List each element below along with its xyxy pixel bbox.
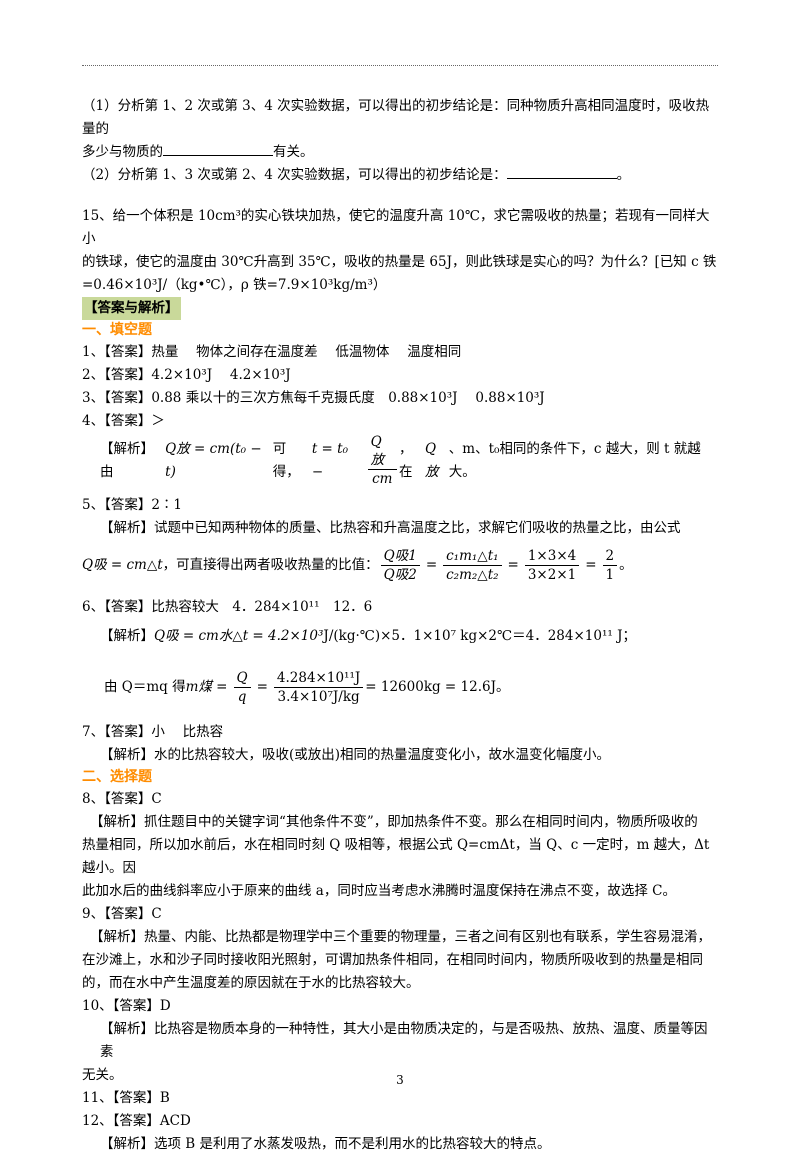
answer-12: 12、【答案】ACD (82, 1113, 191, 1129)
q14-line2: 多少与物质的有关。 (82, 141, 718, 164)
answer-blank-2 (506, 164, 617, 179)
answer-6: 6、【答案】比热容较大 4．284×10¹¹ 12．6 (82, 599, 373, 615)
answer-11: 11、【答案】B (82, 1090, 170, 1106)
q14-line1: （1）分析第 1、2 次或第 3、4 次实验数据，可以得出的初步结论是：同种物质… (82, 98, 710, 137)
q14-line3: （2）分析第 1、3 次或第 2、4 次实验数据，可以得出的初步结论是：。 (82, 164, 718, 187)
answer-blank-1 (163, 141, 273, 156)
answer-8: 8、【答案】C (82, 791, 162, 807)
answer-12-explanation: 【解析】选项 B 是利用了水蒸发吸热，而不是利用水的比热容较大的特点。 (100, 1136, 551, 1152)
answer-6-explanation: 【解析】 Q吸 = cm水△t = 4.2×10³ J/(kg·℃)×5．1×1… (82, 619, 718, 653)
answer-8-explanation-3: 此加水后的曲线斜率应小于原来的曲线 a，同时应当考虑水沸腾时温度保持在沸点不变，… (82, 883, 676, 899)
answer-5-explanation-1: 【解析】试题中已知两种物体的质量、比热容和升高温度之比，求解它们吸收的热量之比，… (100, 520, 681, 536)
answer-9-explanation-3: 的，而在水中产生温度差的原因就在于水的比热容较大。 (82, 975, 420, 991)
formula-q-water: Q吸 = cm水△t = 4.2×10³ (154, 627, 324, 644)
answer-2: 2、【答案】4.2×10³J 4.2×10³J (82, 367, 291, 383)
page-number: 3 (396, 1073, 404, 1087)
section-fill-blank: 一、填空题 (82, 322, 152, 338)
answer-3: 3、【答案】0.88 乘以十的三次方焦每千克摄氏度 0.88×10³J 0.88… (82, 390, 545, 406)
page-content: （1）分析第 1、2 次或第 3、4 次实验数据，可以得出的初步结论是：同种物质… (82, 95, 718, 1156)
answer-10-explanation-1: 【解析】比热容是物质本身的一种特性，其大小是由物质决定的，与是否吸热、放热、温度… (100, 1021, 708, 1060)
q15-line1: 15、给一个体积是 10cm³的实心铁块加热，使它的温度升高 10℃，求它需吸收… (82, 208, 710, 247)
answer-1: 1、【答案】热量 物体之间存在温度差 低温物体 温度相同 (82, 344, 462, 360)
q15-line3: =0.46×10³J/（kg•℃），ρ 铁=7.9×10³kg/m³） (82, 277, 387, 293)
answer-8-explanation-1: 【解析】抓住题目中的关键字词“其他条件不变”，即加热条件不变。那么在相同时间内，… (90, 814, 698, 830)
answers-header: 【答案与解析】 (82, 297, 181, 320)
answer-4: 4、【答案】＞ (82, 413, 165, 429)
answer-8-explanation-2: 热量相同，所以加水前后，水在相同时刻 Q 吸相等，根据公式 Q=cmΔt，当 Q… (82, 837, 710, 876)
section-multiple-choice: 二、选择题 (82, 769, 152, 785)
answer-9-explanation-1: 【解析】热量、内能、比热都是物理学中三个重要的物理量，三者之间有区别也有联系，学… (90, 929, 711, 945)
answer-10-explanation-2: 无关。 (82, 1067, 123, 1083)
answer-7-explanation: 【解析】水的比热容较大，吸收(或放出)相同的热量温度变化小，故水温变化幅度小。 (100, 747, 611, 763)
header-rule (82, 65, 718, 66)
document-page: （1）分析第 1、2 次或第 3、4 次实验数据，可以得出的初步结论是：同种物质… (82, 65, 718, 1152)
q15-line2: 的铁球，使它的温度由 30℃升高到 35℃，吸收的热量是 65J，则此铁球是实心… (82, 254, 717, 270)
answer-10: 10、【答案】D (82, 998, 171, 1014)
formula-q-release: Q放 = cm(t₀ − t) (165, 440, 262, 480)
answer-9: 9、【答案】C (82, 906, 162, 922)
answer-9-explanation-2: 在沙滩上，水和沙子同时接收阳光照射，可谓加热条件相同，在相同时间内，物质所吸收到… (82, 952, 703, 968)
answer-5: 5、【答案】2∶1 (82, 497, 183, 513)
formula-q-symbol: Q放 (425, 440, 439, 480)
answer-7: 7、【答案】小 比热容 (82, 724, 224, 740)
formula-q-absorb: Q吸 = cm△t (82, 556, 163, 573)
